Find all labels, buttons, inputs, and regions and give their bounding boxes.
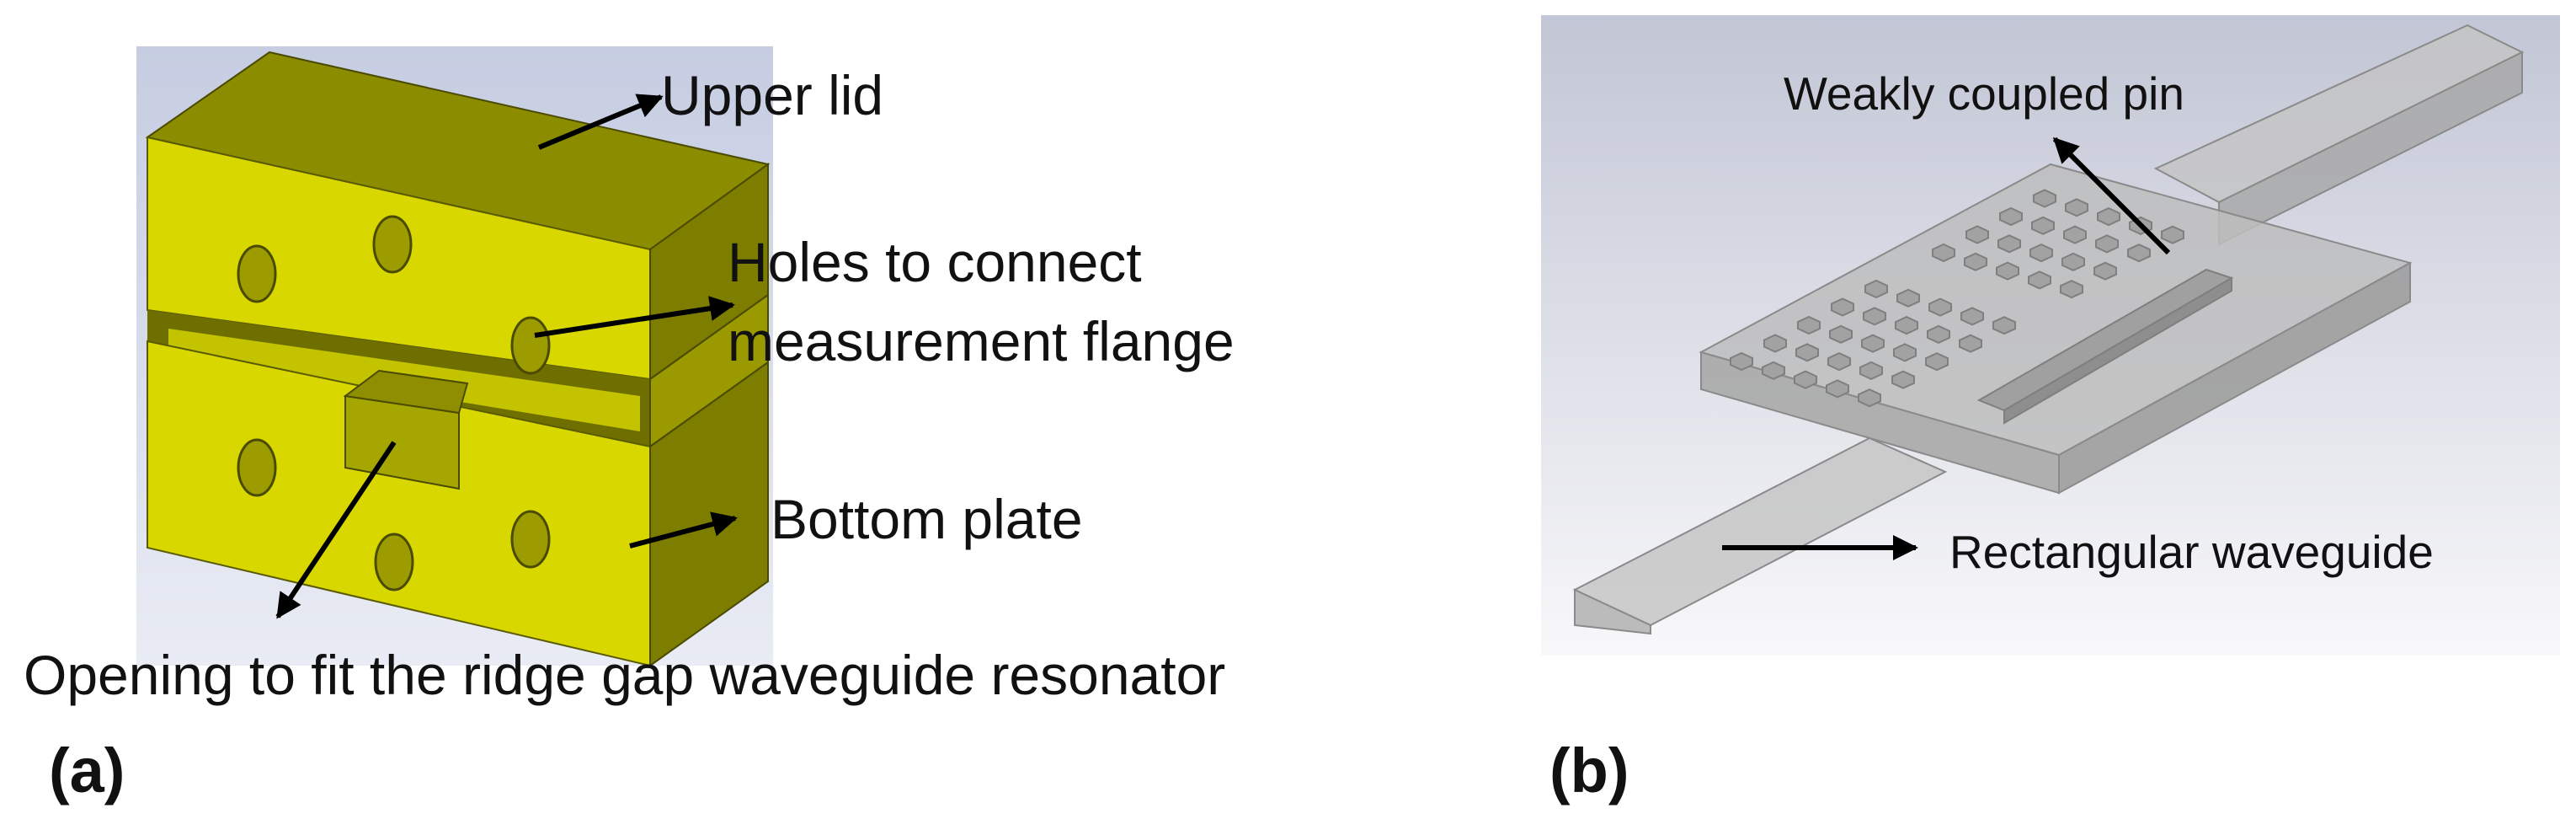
pin-icon: [2095, 234, 2119, 254]
pin-icon: [2061, 252, 2085, 272]
pin-icon: [2063, 225, 2087, 244]
pin-icon: [2065, 198, 2088, 217]
pin-icon: [1829, 324, 1853, 344]
pin-array: [1730, 189, 2184, 408]
pin-icon: [1864, 279, 1888, 299]
label-upper-lid: Upper lid: [661, 64, 884, 126]
pin-icon: [1960, 307, 1984, 326]
pin-icon: [1959, 334, 1982, 353]
arrow-upper-lid: [537, 94, 664, 150]
label-opening: Opening to fit the ridge gap waveguide r…: [24, 644, 1226, 706]
waveguide-lower-side: [1574, 588, 1651, 635]
resonator-side: [2058, 261, 2411, 495]
pin-icon: [1932, 243, 1955, 263]
arrow-holes: [534, 296, 735, 338]
pin-icon: [1891, 370, 1915, 389]
pin-icon: [2028, 270, 2051, 290]
opening-side: [343, 369, 469, 415]
pin-icon: [1928, 297, 1952, 317]
pin-icon: [1794, 370, 1817, 389]
pin-icon: [2093, 261, 2117, 281]
pin-icon: [1763, 334, 1787, 353]
pin-icon: [1965, 225, 1989, 244]
bottom-plate-block: [147, 340, 769, 667]
pin-icon: [1861, 334, 1885, 353]
label-weakly-coupled-pin: Weakly coupled pin: [1784, 67, 2184, 120]
pin-icon: [1797, 315, 1821, 335]
pin-icon: [1858, 388, 1881, 408]
pin-icon: [2161, 225, 2184, 244]
pin-icon: [1925, 352, 1949, 372]
panel-a: [136, 46, 773, 667]
panel-b-tag: (b): [1549, 736, 1629, 806]
panel-b: [1541, 15, 2560, 656]
arrow-pin: [2052, 136, 2171, 255]
resonator-box: [1699, 163, 2413, 495]
pin-icon: [1827, 351, 1851, 372]
resonator-opening: [343, 369, 469, 490]
pin-icon: [2029, 243, 2053, 263]
arrow-opening: [275, 441, 397, 619]
pin-icon: [1795, 343, 1819, 362]
bottom-plate-side-face: [649, 361, 769, 667]
label-bottom-plate: Bottom plate: [771, 488, 1083, 550]
pin-icon: [1762, 361, 1785, 380]
pin-icon: [1863, 307, 1886, 326]
pin-icon: [1996, 261, 2019, 281]
panel-a-tag: (a): [49, 736, 125, 806]
pin-icon: [1964, 252, 1987, 271]
hole-icon: [237, 244, 277, 303]
pin-icon: [1826, 379, 1849, 399]
waveguide-lower-arm: [1572, 436, 1948, 635]
hole-icon: [374, 533, 414, 591]
pin-icon: [1831, 297, 1854, 317]
pin-icon: [1895, 315, 1918, 335]
pin-icon: [2033, 189, 2056, 208]
hole-icon: [510, 316, 551, 375]
pin-icon: [1859, 361, 1883, 381]
label-holes-line2: measurement flange: [728, 310, 1235, 372]
hole-icon: [237, 438, 277, 497]
pin-icon: [1730, 351, 1753, 372]
pin-icon: [1893, 343, 1917, 362]
pin-icon: [1997, 234, 2021, 254]
pin-icon: [2031, 216, 2055, 235]
pin-icon: [1992, 316, 2016, 335]
arrow-bottom-plate: [629, 511, 738, 549]
panel-b-arrows: [1722, 136, 2171, 560]
hole-icon: [510, 510, 551, 569]
pin-icon: [2060, 280, 2083, 299]
pin-icon: [1896, 288, 1920, 308]
hole-icon: [372, 215, 413, 274]
pin-icon: [2097, 206, 2120, 227]
pin-icon: [2127, 244, 2151, 263]
panel-a-arrows: [275, 94, 738, 619]
pin-icon: [1999, 206, 2023, 227]
label-holes-line1: Holes to connect: [728, 231, 1142, 293]
ridge: [1976, 268, 2234, 425]
pin-icon: [1927, 324, 1950, 345]
label-rectangular-waveguide: Rectangular waveguide: [1949, 526, 2434, 578]
ridge-side: [2003, 276, 2232, 425]
holes: [237, 215, 551, 591]
